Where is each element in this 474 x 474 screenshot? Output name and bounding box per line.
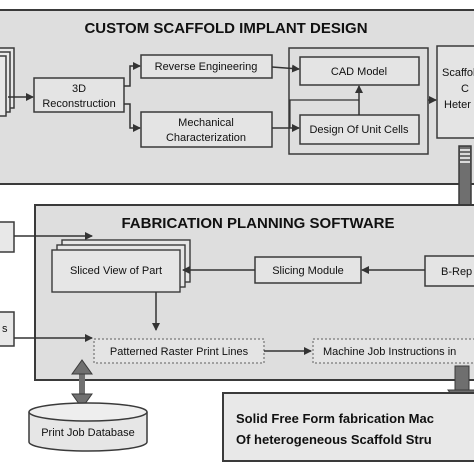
sff-machine-label-line1: Solid Free Form fabrication Mac [236,411,434,426]
mechanical-box [140,111,273,148]
design-panel-title: CUSTOM SCAFFOLD IMPLANT DESIGN [84,20,367,37]
scaffold-label-line3: Heter [444,99,471,111]
left-input-box-2 [0,311,15,347]
machine-job-box [312,338,474,364]
raster-lines-label: Patterned Raster Print Lines [110,346,249,358]
brep-box [424,255,474,287]
mechanical-label-line2: Characterization [166,132,246,144]
unit-cells-box [299,114,420,145]
slicing-module-box [254,256,362,284]
reconstruction-label-line2: Reconstruction [42,98,115,110]
reverse-engineering-label: Reverse Engineering [155,61,258,73]
double-arrow-head-up [71,359,93,375]
database-label: Print Job Database [41,427,135,439]
database-cylinder-body [28,412,148,452]
left-input-box-2-label: s [2,323,8,335]
cad-model-label: CAD Model [331,66,387,78]
reconstruction-label-line1: 3D [72,83,86,95]
machine-down-arrow-shaft [454,365,470,391]
sff-machine-box [222,392,474,462]
fabrication-panel-title: FABRICATION PLANNING SOFTWARE [121,215,394,232]
mechanical-label-line1: Mechanical [178,117,234,129]
arrow-reconstruction-to-mechanical [124,103,141,132]
reconstruction-box [33,77,125,113]
scaffold-label-line1: Scaffold [442,67,474,79]
connector-mechanical-to-cad [289,99,359,128]
sliced-view-label: Sliced View of Part [70,265,162,277]
sliced-view-page-front [51,249,181,293]
sff-machine-label-line2: Of heterogeneous Scaffold Stru [236,432,432,447]
double-arrow-head-down [71,393,93,409]
reverse-engineering-box [140,54,273,79]
unit-cells-label: Design Of Unit Cells [309,124,409,136]
slicing-module-label: Slicing Module [272,265,344,277]
cad-model-box [299,56,420,86]
brep-label: B-Rep [441,266,472,278]
left-input-box-1 [0,221,15,253]
arrow-reverse-to-cad [271,64,300,73]
arrow-reconstruction-to-reverse [124,62,141,87]
input-image-stack-front [0,55,7,117]
machine-job-label: Machine Job Instructions in [323,346,456,358]
database-cylinder-top [28,402,148,422]
cad-group-frame [288,47,429,155]
scaffold-box [436,45,474,139]
scaffold-label-line2: C [461,83,469,95]
